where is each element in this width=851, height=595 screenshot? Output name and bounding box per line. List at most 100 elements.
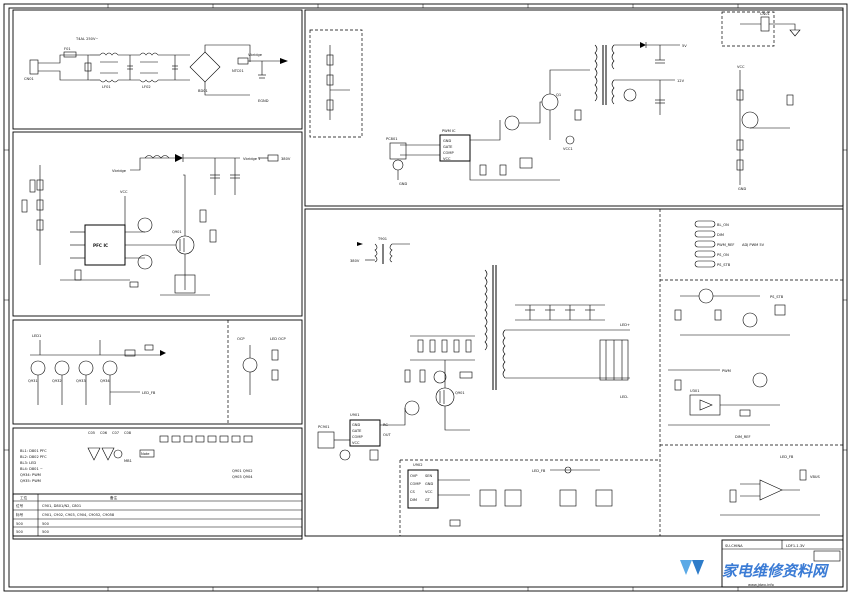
zone-ticks [4, 4, 847, 591]
led-label: LED1 [32, 334, 41, 338]
bom-header-right: 备注 [110, 495, 118, 500]
main-fb-label: LED_FB [532, 469, 546, 473]
bom-cell-2-1: 500 [42, 522, 50, 526]
logo-text: 家电维修资料网 [722, 562, 830, 580]
ctrl-pin-3: CS [410, 490, 416, 494]
standby-5v-label: 5V [682, 44, 687, 48]
note-cap-2: C06 [100, 431, 108, 435]
ctrl-pin-4: DIM [410, 498, 417, 502]
main-ic-pin-2: GATE [352, 429, 362, 433]
svg-text:Q901 Q902: Q901 Q902 [232, 469, 253, 473]
standby-ic-pin-2: GATE [443, 145, 453, 149]
standby-ic-symbol [439, 134, 471, 162]
signal-ps-stb: PS_STB [717, 263, 731, 267]
led-q4-symbol [102, 360, 118, 376]
signal-bl-on: BL_ON [717, 223, 729, 227]
led-q4-label: Q934 [100, 379, 110, 383]
signal-labels: BL_ON DIM PWM_REF ADJ PWM 5V PS_ON PS_ST… [694, 220, 765, 268]
panel-led-driver: LED1 Q931 Q932 Q933 Q934 LED_FB OCP LED … [12, 319, 303, 425]
panel-notes: BL1: D801 PFC BL2: D802 PFC BL3: LED BL4… [12, 427, 303, 540]
bom-cell-3-0: 500 [16, 530, 24, 534]
bom-cell-0-1: C901, D801/N2, C801 [42, 504, 81, 508]
panel-ac-input: CN01 F01 T4AL 250V~ LF01 LF02 BD01 [12, 9, 303, 130]
right-vcc-label: VCC [737, 65, 745, 69]
ctrl-pin-5: SEN [425, 474, 433, 478]
standby-fet-label: Q1 [556, 93, 561, 97]
bom-header-left: 工位 [20, 495, 28, 500]
note-connector-1: MB1 [124, 459, 132, 463]
note-cap-1: C05 [88, 431, 95, 435]
right-fuse-label: CN01 [760, 12, 770, 16]
fuse-rating: T4AL 250V~ [75, 37, 98, 41]
bom-cell-1-0: 标号 [16, 512, 24, 517]
ctrl-pin-2: COMP [410, 482, 421, 486]
pfc-vin-label: Vbridge [112, 169, 127, 173]
note-item-5: Q934: PWM [20, 473, 41, 477]
right-sub-blocks: PS_STB PWM U301 DIM_REF LED_FB VBUS [668, 288, 821, 516]
fuse-symbol [63, 51, 77, 58]
panel-standby: PWM IC GND GATE COMP VCC PC801 GND Q1 5V [304, 9, 844, 207]
note-item-4: BL4: D801 ~ [20, 467, 43, 471]
main-led-plus-label: LED+ [620, 323, 630, 327]
main-vin-label: 380V [350, 259, 360, 263]
standby-ic-pin-4: VCC [443, 157, 451, 161]
led-side-label: LED OCP [270, 337, 287, 341]
note-item-6: Q935: PWM [20, 479, 41, 483]
note-item-3: BL3: LED [20, 461, 36, 465]
svg-text:Q903 Q904: Q903 Q904 [232, 475, 253, 479]
bom-cell-0-0: 位号 [16, 503, 24, 508]
egnd-label: EGND [258, 99, 269, 103]
sheet-border [3, 3, 848, 592]
site-logo-icon [680, 560, 692, 575]
pfc-vout-label: Vbridge 1 [243, 157, 260, 161]
note-item-1: BL1: D801 PFC [20, 449, 47, 453]
lf2-label: LF02 [142, 85, 151, 89]
right-ps-stb-label: PS_STB [770, 295, 784, 299]
right-gnd-label: GND [738, 187, 746, 191]
right-pwm-label: PWM [722, 369, 731, 373]
standby-opto-label: PC801 [386, 137, 398, 141]
ctrl-pin-6: GND [425, 482, 433, 486]
logo-subtext: www.jdwx.info [748, 583, 774, 587]
fuse-label: F01 [64, 47, 71, 51]
main-ic-pin-6: OUT [383, 433, 391, 437]
resistor-bank [410, 335, 475, 361]
signal-dim: DIM [717, 233, 724, 237]
main-ic-pin-3: COMP [352, 435, 363, 439]
ntc-label: NTC01 [232, 69, 244, 73]
right-dim-ref-label: DIM_REF [735, 435, 751, 439]
ctrl-pin-8: GT [425, 498, 431, 502]
led-fb-label: LED_FB [142, 391, 156, 395]
led-q1-label: Q931 [28, 379, 38, 383]
panel-pfc: Vbridge Vbridge 1 380V PFC IC VCC [12, 131, 303, 317]
lf1-label: LF01 [102, 85, 111, 89]
standby-ic-pin-1: GND [443, 139, 451, 143]
right-vbus-label: VBUS [810, 475, 821, 479]
signal-note: ADJ PWM 5V [742, 243, 765, 247]
standby-12v-label: 12V [677, 79, 685, 83]
bridge-rectifier-symbol [189, 51, 221, 83]
main-led-minus-label: LED- [620, 395, 629, 399]
standby-gnd-label: GND [399, 182, 407, 186]
note-connector-2: Note [141, 452, 150, 456]
pfc-fet-symbol [175, 235, 195, 255]
bridge-label: BD01 [198, 89, 208, 93]
ac-connector-label: CN01 [24, 77, 34, 81]
pfc-fet-label: Q901 [172, 230, 182, 234]
note-item-2: BL2: D802 PFC [20, 455, 47, 459]
led-q3-symbol [78, 360, 94, 376]
standby-ic-pin-3: COMP [443, 151, 454, 155]
ctrl-pin-7: VCC [425, 490, 433, 494]
led-q2-symbol [54, 360, 70, 376]
main-ic-pin-1: GND [352, 423, 360, 427]
ctrl-ic-symbol [407, 469, 439, 509]
led-q2-label: Q932 [52, 379, 62, 383]
bom-cell-2-0: 500 [16, 522, 24, 526]
title-block-title: SU-CHINA [725, 544, 743, 548]
bom-table: 工位 备注 位号 C901, D801/N2, C801 标号 C901, C9… [12, 493, 303, 537]
title-block: SU-CHINA LDF1-1.3V 家电维修资料网 www.jdwx.info [680, 539, 844, 588]
panel-main-pwm: 380V T901 LED+ LED- [304, 208, 844, 537]
note-cap-4: C08 [124, 431, 132, 435]
